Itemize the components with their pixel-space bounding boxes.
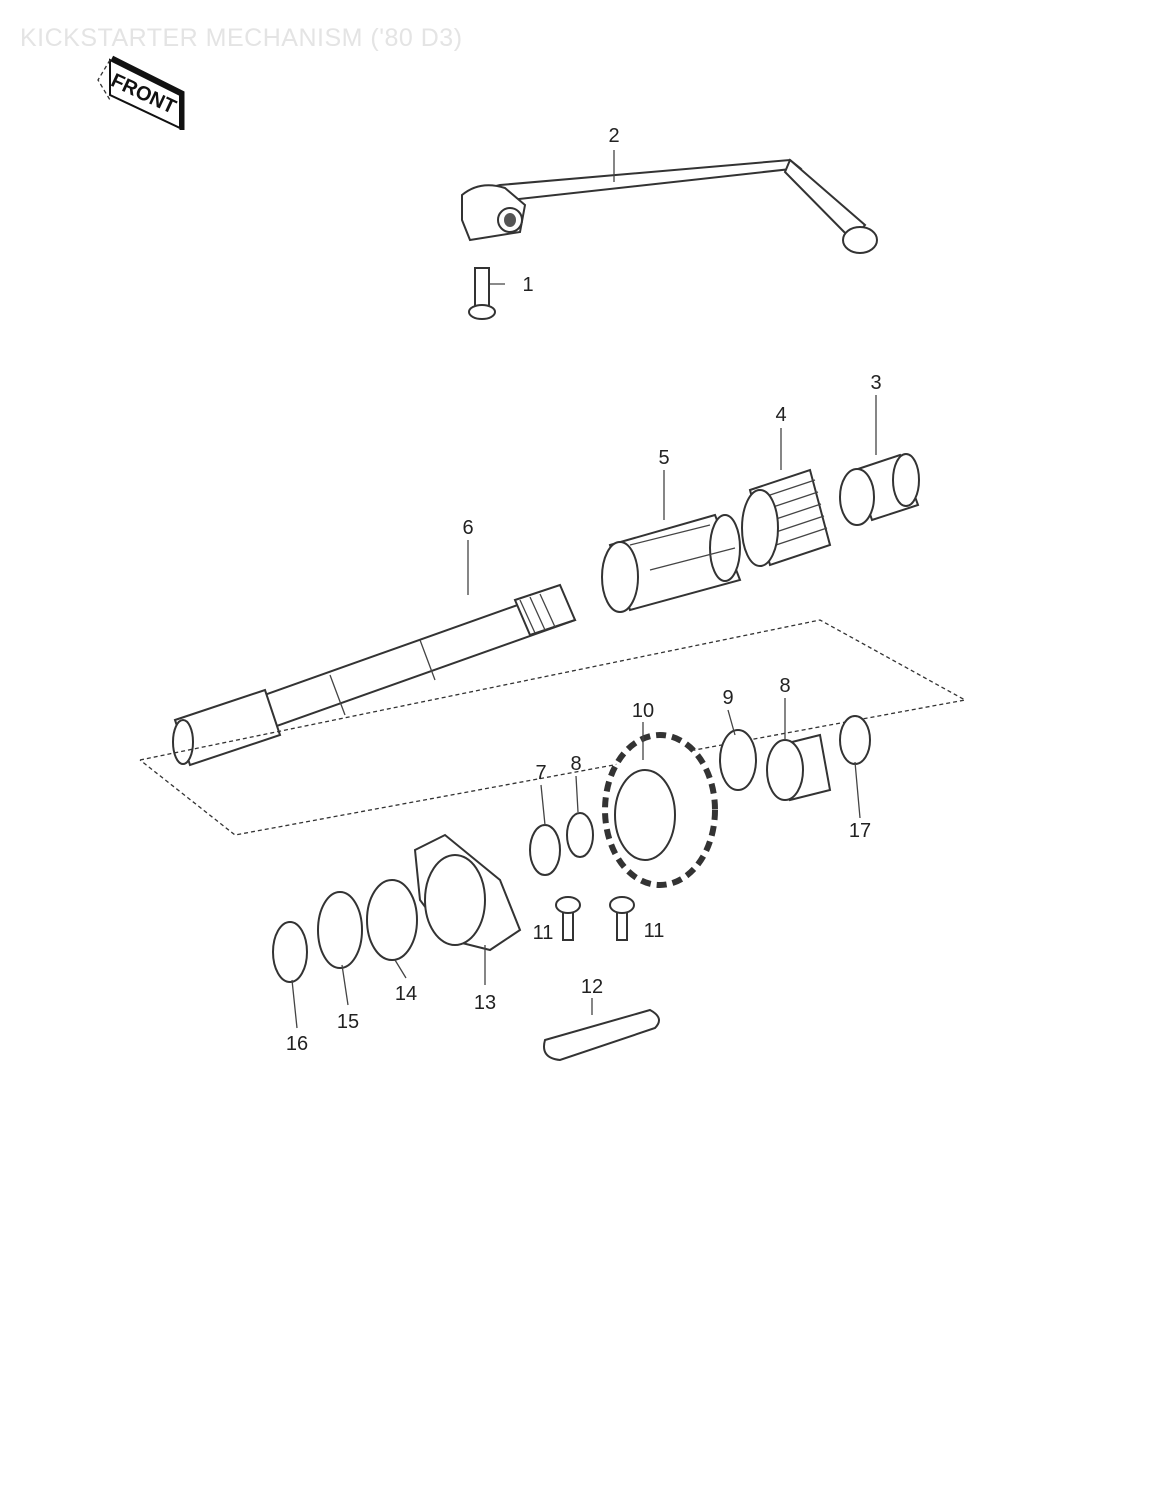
callout-16: 16 xyxy=(286,1033,308,1055)
leader-lines xyxy=(291,150,877,1029)
callout-11b: 11 xyxy=(644,920,665,942)
part-14-spring xyxy=(366,879,418,961)
front-direction-sign: FRONT xyxy=(97,55,185,130)
part-1-bolt xyxy=(468,267,496,320)
assembly-guide-line xyxy=(139,619,967,836)
callout-11a: 11 xyxy=(533,922,554,944)
part-8-washer xyxy=(566,812,594,858)
callout-13: 13 xyxy=(474,992,496,1014)
part-17-circlip xyxy=(839,715,871,765)
part-12-plate xyxy=(543,1008,660,1062)
part-2-kick-pedal xyxy=(461,158,878,254)
part-9-washer xyxy=(719,729,757,791)
callout-2: 2 xyxy=(608,125,619,147)
callout-5: 5 xyxy=(658,447,669,469)
part-4-spring xyxy=(741,468,832,567)
callout-6: 6 xyxy=(462,517,473,539)
part-7-washer xyxy=(529,824,561,876)
callout-17: 17 xyxy=(849,820,871,842)
callout-1: 1 xyxy=(522,274,533,296)
callout-10: 10 xyxy=(632,700,654,722)
callout-8: 8 xyxy=(779,675,790,697)
part-3-collar xyxy=(839,453,920,526)
part-10-gear xyxy=(602,732,718,888)
callout-3: 3 xyxy=(870,372,881,394)
callout-9: 9 xyxy=(722,687,733,709)
part-11-bolt xyxy=(609,896,635,941)
part-8-collar xyxy=(766,733,832,802)
part-5-sleeve xyxy=(601,513,742,613)
part-15-washer xyxy=(317,891,363,969)
callout-15: 15 xyxy=(337,1011,359,1033)
callout-8b: 8 xyxy=(570,753,581,775)
callout-12: 12 xyxy=(581,976,603,998)
part-6-kick-shaft xyxy=(172,583,577,767)
callout-7: 7 xyxy=(535,762,546,784)
part-13-ratchet xyxy=(413,833,522,952)
part-11-bolt xyxy=(555,896,581,941)
part-16-circlip xyxy=(272,921,308,983)
callout-4: 4 xyxy=(775,404,786,426)
callout-14: 14 xyxy=(395,983,417,1005)
diagram-title: KICKSTARTER MECHANISM ('80 D3) xyxy=(20,24,463,52)
